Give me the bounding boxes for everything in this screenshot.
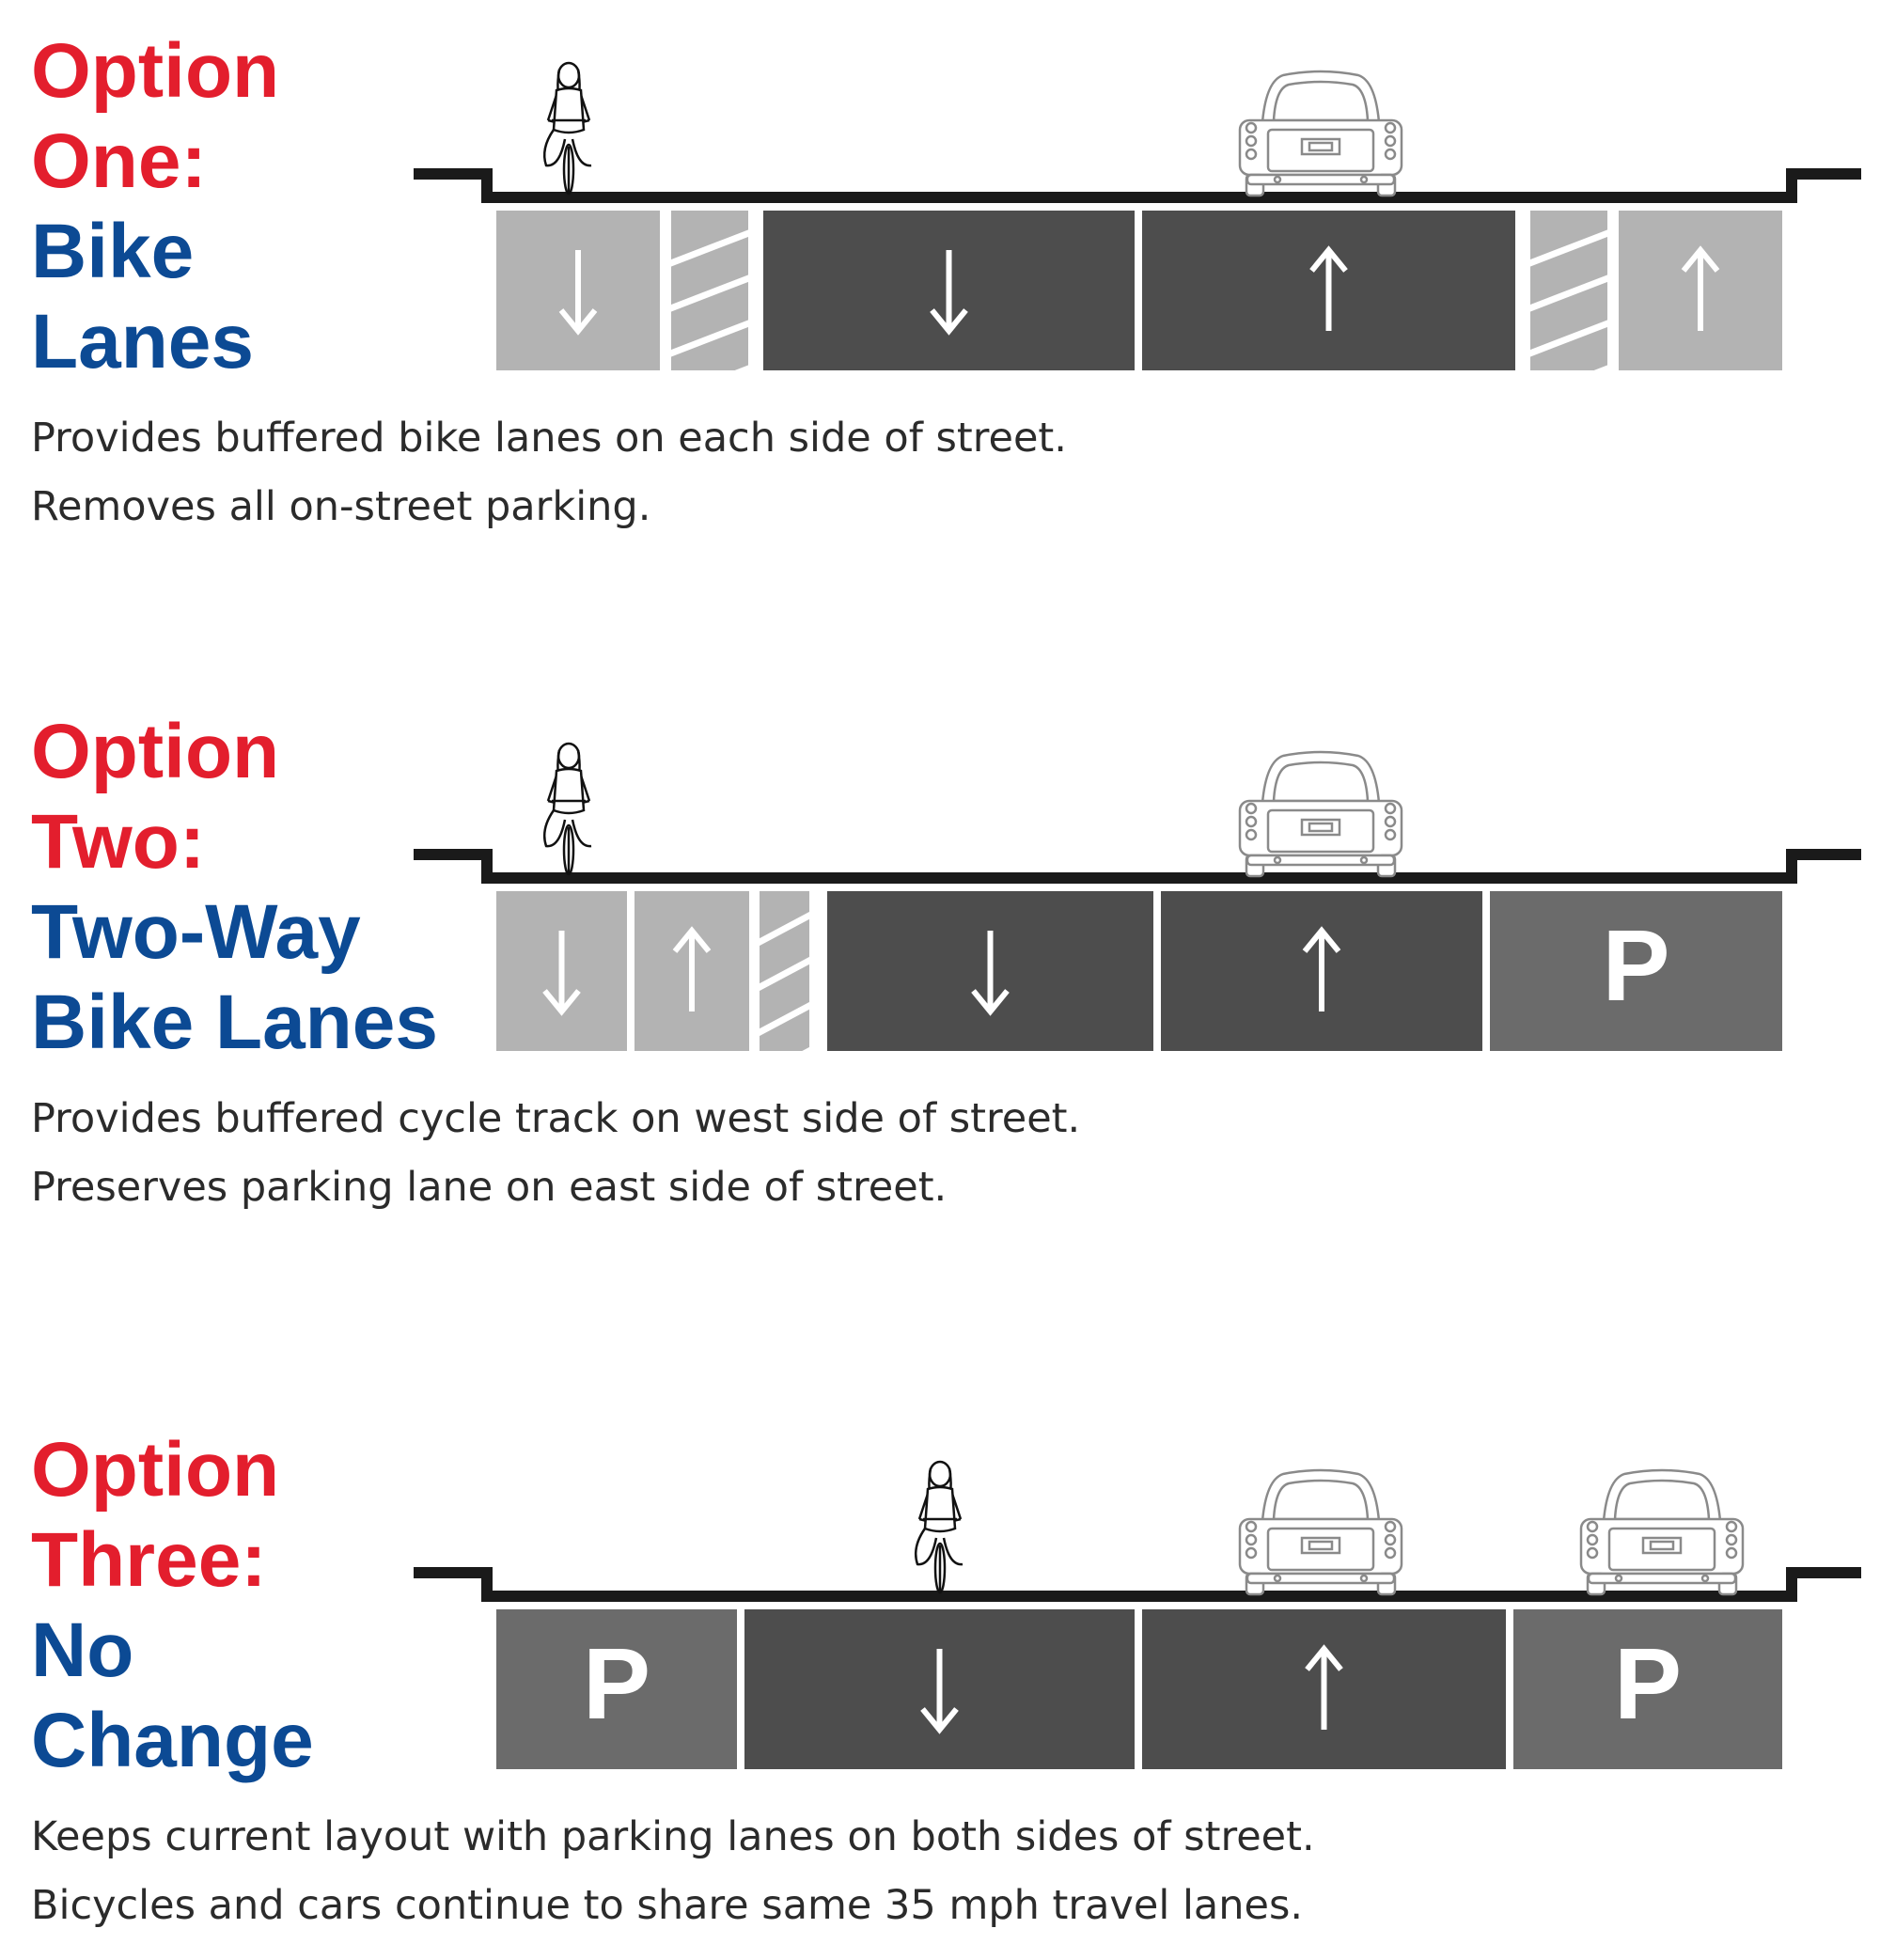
option-two-title-line-1: Option [31,709,280,794]
lane-travel [763,211,1135,370]
car-icon [1238,70,1403,197]
parking-label: P [583,1626,650,1740]
lane-buffer [1525,211,1613,370]
option-three-title-line-4: Change [31,1698,314,1783]
option-one-desc-line-2: Removes all on-street parking. [31,483,651,530]
option-two-street-section: P [414,742,1861,1051]
car-icon [1238,750,1403,878]
buffer-hatch [1525,211,1613,370]
buffer-hatch [666,211,754,370]
down-arrow-icon [558,250,598,336]
lane-bike [496,891,627,1051]
cyclist-icon [543,742,592,876]
lane-buffer [754,891,815,1051]
option-two-title-line-2: Two: [31,799,206,885]
up-arrow-icon [672,926,712,1011]
lane-bike [496,211,660,370]
option-one-description: Provides buffered bike lanes on each sid… [31,404,1067,541]
option-one-title: Option One: Bike Lanes [31,26,279,387]
up-arrow-icon [1309,245,1348,331]
option-two-desc-line-1: Provides buffered cycle track on west si… [31,1095,1081,1142]
curb-and-road-surface [414,168,1861,203]
lane-parking: P [1490,891,1782,1051]
car-icon [1579,1468,1745,1596]
lane-parking: P [496,1609,737,1769]
option-one-title-line-2: One: [31,118,207,204]
lane-parking: P [1513,1609,1782,1769]
option-two-title-line-4: Bike Lanes [31,980,438,1065]
lane-bike [634,891,749,1051]
lane-travel [1142,211,1515,370]
down-arrow-icon [542,931,581,1016]
option-three-title-line-2: Three: [31,1517,267,1603]
lane-travel [1161,891,1482,1051]
lane-travel [827,891,1153,1051]
cyclist-icon [543,61,592,196]
option-three-title-line-1: Option [31,1427,280,1513]
up-arrow-icon [1681,245,1720,331]
option-two-title-line-3: Two-Way [31,889,361,975]
option-three-desc-line-2: Bicycles and cars continue to share same… [31,1882,1304,1929]
option-one-title-line-1: Option [31,28,280,114]
option-one-street-section [414,61,1861,370]
option-two-description: Provides buffered cycle track on west si… [31,1085,1080,1222]
option-three-title-line-3: No [31,1607,134,1693]
option-two-desc-line-2: Preserves parking lane on east side of s… [31,1164,948,1211]
curb-and-road-surface [414,849,1861,884]
lane-travel [1142,1609,1506,1769]
option-one-title-line-4: Lanes [31,299,254,384]
option-one-desc-line-1: Provides buffered bike lanes on each sid… [31,415,1067,462]
buffer-hatch [754,891,815,1051]
up-arrow-icon [1305,1644,1343,1730]
option-three-description: Keeps current layout with parking lanes … [31,1803,1315,1940]
down-arrow-icon [971,931,1010,1016]
lane-bike [1619,211,1782,370]
option-one-title-line-3: Bike [31,209,195,294]
car-icon [1238,1468,1403,1596]
down-arrow-icon [920,1649,959,1734]
parking-label: P [1614,1626,1682,1740]
curb-and-road-surface [414,1567,1861,1602]
parking-label: P [1602,908,1669,1022]
lane-buffer [666,211,754,370]
down-arrow-icon [930,250,968,336]
cyclist-icon [915,1460,964,1594]
option-three-title: Option Three: No Change [31,1425,314,1786]
option-three-desc-line-1: Keeps current layout with parking lanes … [31,1813,1315,1860]
up-arrow-icon [1302,926,1341,1011]
option-two-title: Option Two: Two-Way Bike Lanes [31,707,438,1068]
lane-travel [744,1609,1135,1769]
